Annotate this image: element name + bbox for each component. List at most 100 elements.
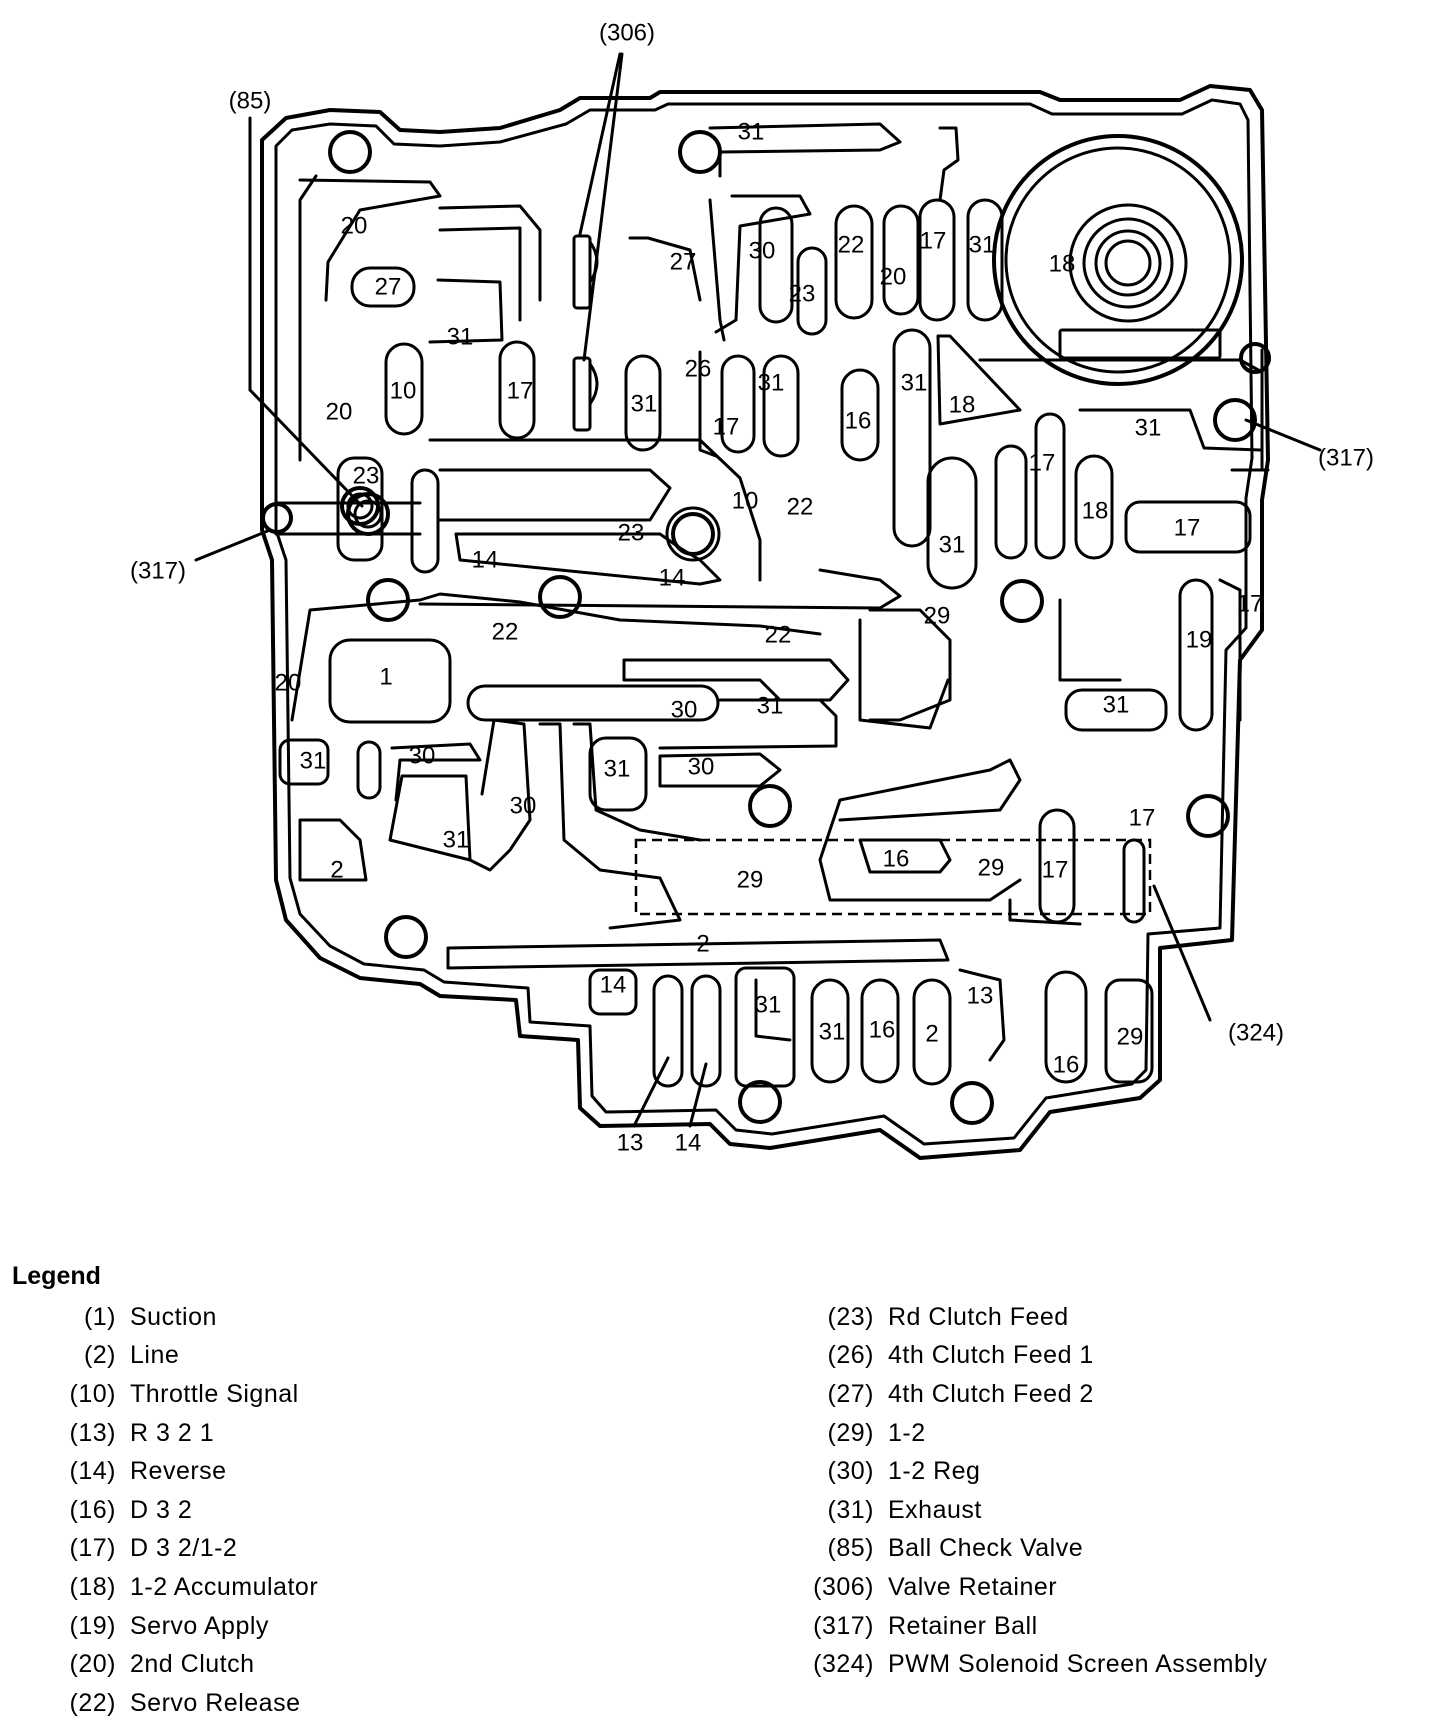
passage-label: 17 xyxy=(1129,804,1156,831)
passage-label: 29 xyxy=(978,854,1005,881)
legend-item-label: Servo Apply xyxy=(130,1611,269,1640)
legend-item-number: (26) xyxy=(827,1341,874,1370)
legend-item: (317)Retainer Ball xyxy=(0,1607,1267,1646)
legend-item-label: Valve Retainer xyxy=(888,1572,1058,1601)
passage-label: 27 xyxy=(375,273,402,300)
legend-item-label: Suction xyxy=(130,1302,217,1331)
legend-item-number: (85) xyxy=(827,1534,874,1563)
passage-labels: 20 27 31 10 17 20 23 31 27 30 23 22 20 1… xyxy=(275,118,1264,1156)
legend-item-number: (1) xyxy=(83,1302,116,1331)
passage-label: 27 xyxy=(670,248,697,275)
legend-item-number: (27) xyxy=(827,1379,874,1408)
callout-retainer-ball-left: (317) xyxy=(130,557,186,584)
legend-item-label: Exhaust xyxy=(888,1495,982,1524)
legend-item-number: (306) xyxy=(813,1572,874,1601)
legend-item: (2)Line xyxy=(0,1337,318,1376)
legend-item-label: PWM Solenoid Screen Assembly xyxy=(888,1650,1268,1679)
passage-label: 31 xyxy=(755,991,782,1018)
legend-item-label: 4th Clutch Feed 1 xyxy=(888,1341,1094,1370)
legend-item-number: (23) xyxy=(827,1302,874,1331)
passage-label: 14 xyxy=(675,1129,702,1156)
passage-label: 2 xyxy=(696,930,709,957)
bolt-hole-icon xyxy=(1000,579,1044,623)
legend-item-label: Reverse xyxy=(130,1457,227,1486)
legend-item-number: (18) xyxy=(69,1572,116,1601)
passage-label: 22 xyxy=(838,231,865,258)
passage-label: 30 xyxy=(409,742,436,769)
passage-label: 31 xyxy=(758,369,785,396)
legend-item-label: 4th Clutch Feed 2 xyxy=(888,1379,1094,1408)
legend-item: (27) 4th Clutch Feed 2 xyxy=(0,1375,1267,1414)
passage-label: 23 xyxy=(618,519,645,546)
legend-item-label: Throttle Signal xyxy=(130,1379,299,1408)
legend-item-label: 1-2 Reg xyxy=(888,1457,981,1486)
passage-label: 31 xyxy=(969,231,996,258)
passage-label: 22 xyxy=(787,493,814,520)
bolt-hole-icon xyxy=(384,915,428,959)
legend-item-number: (13) xyxy=(69,1418,116,1447)
legend-item: (22) Servo Release xyxy=(0,1684,318,1723)
legend-item-label: Servo Release xyxy=(130,1688,301,1717)
passage-label: 20 xyxy=(275,669,302,696)
passage-label: 2 xyxy=(330,856,343,883)
legend-item: (85)Ball Check Valve xyxy=(0,1530,1267,1569)
passage-label: 1 xyxy=(379,663,392,690)
legend-item: (20) 2nd Clutch xyxy=(0,1645,318,1684)
passage-label: 18 xyxy=(949,391,976,418)
passage-label: 31 xyxy=(1135,414,1162,441)
legend-item-label: 1-2 Accumulator xyxy=(130,1572,319,1601)
passage-label: 14 xyxy=(659,564,686,591)
legend-title: Legend xyxy=(12,1262,101,1290)
legend-item-label: R 3 2 1 xyxy=(130,1418,215,1447)
legend-item-number: (20) xyxy=(69,1650,116,1679)
legend-item-number: (10) xyxy=(69,1379,116,1408)
passage-label: 30 xyxy=(671,696,698,723)
passage-label: 10 xyxy=(390,377,417,404)
passage-label: 17 xyxy=(1029,449,1056,476)
passage-label: 20 xyxy=(341,212,368,239)
passage-label: 31 xyxy=(939,531,966,558)
passage-label: 10 xyxy=(732,487,759,514)
passage-label: 31 xyxy=(738,118,765,145)
bolt-hole-icon xyxy=(1213,398,1257,442)
legend-item: (10) Throttle Signal xyxy=(0,1375,318,1414)
valve-body-inner-outline xyxy=(274,98,1254,1146)
passage-label: 13 xyxy=(967,982,994,1009)
bolt-hole-icon xyxy=(1239,342,1271,374)
legend-item: (30) 1-2 Reg xyxy=(0,1452,1267,1491)
bolt-hole-icon xyxy=(738,1080,782,1124)
legend-item-label: D 3 2 xyxy=(130,1495,193,1524)
passage-label: 13 xyxy=(617,1129,644,1156)
passages xyxy=(274,122,1264,1088)
passage-label: 31 xyxy=(604,755,631,782)
passage-label: 31 xyxy=(447,323,474,350)
passage-label: 30 xyxy=(749,237,776,264)
passage-label: 31 xyxy=(1103,691,1130,718)
passage-label: 29 xyxy=(1117,1023,1144,1050)
passage-label: 29 xyxy=(737,866,764,893)
valve-body-outline xyxy=(260,84,1270,1160)
callout-pwm-solenoid-screen: (324) xyxy=(1228,1019,1284,1046)
passage-label: 31 xyxy=(443,826,470,853)
legend-item-number: (30) xyxy=(827,1457,874,1486)
bolt-hole-icon xyxy=(538,575,582,619)
passage-label: 30 xyxy=(688,753,715,780)
passage-label: 22 xyxy=(492,618,519,645)
callouts: (306) (85) (317) (317) (324) xyxy=(130,19,1374,1046)
legend-item-number: (22) xyxy=(69,1688,116,1717)
passage-label: 31 xyxy=(819,1018,846,1045)
passage-label: 29 xyxy=(924,602,951,629)
legend-item-number: (2) xyxy=(83,1341,116,1370)
bolt-hole-icon xyxy=(1186,794,1230,838)
legend-item-label: 1-2 xyxy=(888,1418,926,1447)
passage-label: 31 xyxy=(901,369,928,396)
passage-label: 22 xyxy=(765,621,792,648)
passage-label: 16 xyxy=(845,407,872,434)
legend-item: (324)PWM Solenoid Screen Assembly xyxy=(0,1645,1267,1684)
legend-item-number: (17) xyxy=(69,1534,116,1563)
passage-label: 31 xyxy=(300,747,327,774)
legend-item: (26) 4th Clutch Feed 1 xyxy=(0,1337,1267,1376)
legend-item: (14)Reverse xyxy=(0,1452,318,1491)
passage-label: 26 xyxy=(685,355,712,382)
legend-item-label: 2nd Clutch xyxy=(130,1650,255,1679)
